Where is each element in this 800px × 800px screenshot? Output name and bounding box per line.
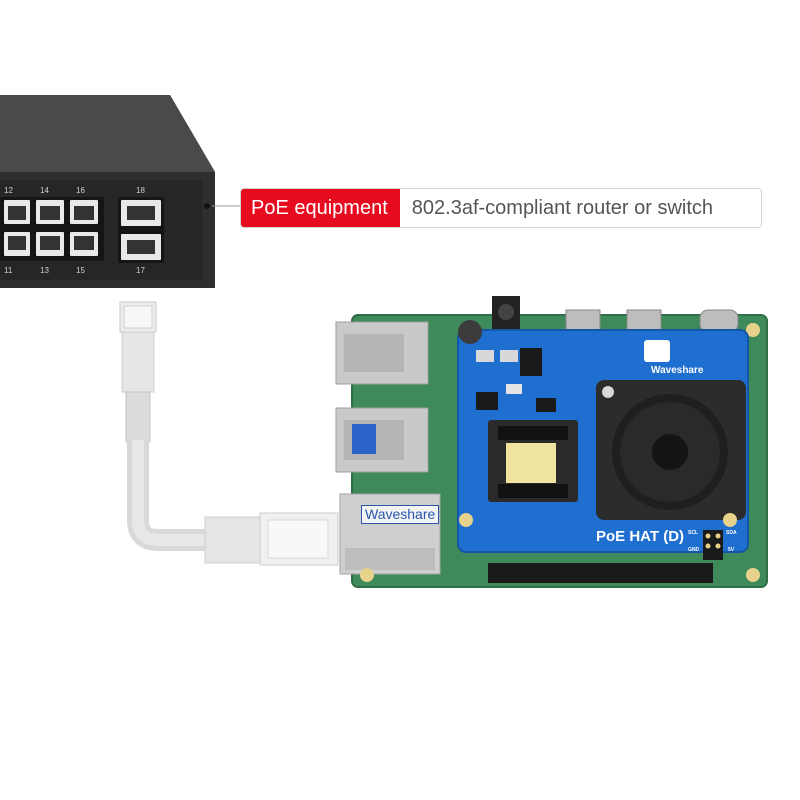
callout-description: 802.3af-compliant router or switch [411,197,714,219]
ethernet-cable [119,301,339,566]
port-number-17: 17 [136,266,145,275]
port-number-16: 16 [76,186,85,195]
port-number-11: 11 [4,266,13,275]
poe-equipment-callout: PoE equipment 802.3af-compliant router o… [240,188,762,228]
pin-label-sda: SDA [726,530,737,536]
port-number-12: 12 [4,186,13,195]
pin-label-scl: SCL [688,530,698,536]
poe-switch [0,95,240,288]
hat-brand-label: Waveshare [651,365,704,376]
port-number-15: 15 [76,266,85,275]
callout-tag: PoE equipment [241,189,400,227]
pin-label-gnd: GND [688,547,700,553]
poe-hat-board [457,320,749,560]
switch-ports [0,197,164,263]
pin-label-5v: 5V [728,547,735,553]
ethernet-jack-sticker: Waveshare [361,505,440,524]
port-number-18: 18 [136,186,145,195]
port-number-13: 13 [40,266,49,275]
hat-model-label: PoE HAT (D) [596,528,685,545]
port-number-14: 14 [40,186,49,195]
